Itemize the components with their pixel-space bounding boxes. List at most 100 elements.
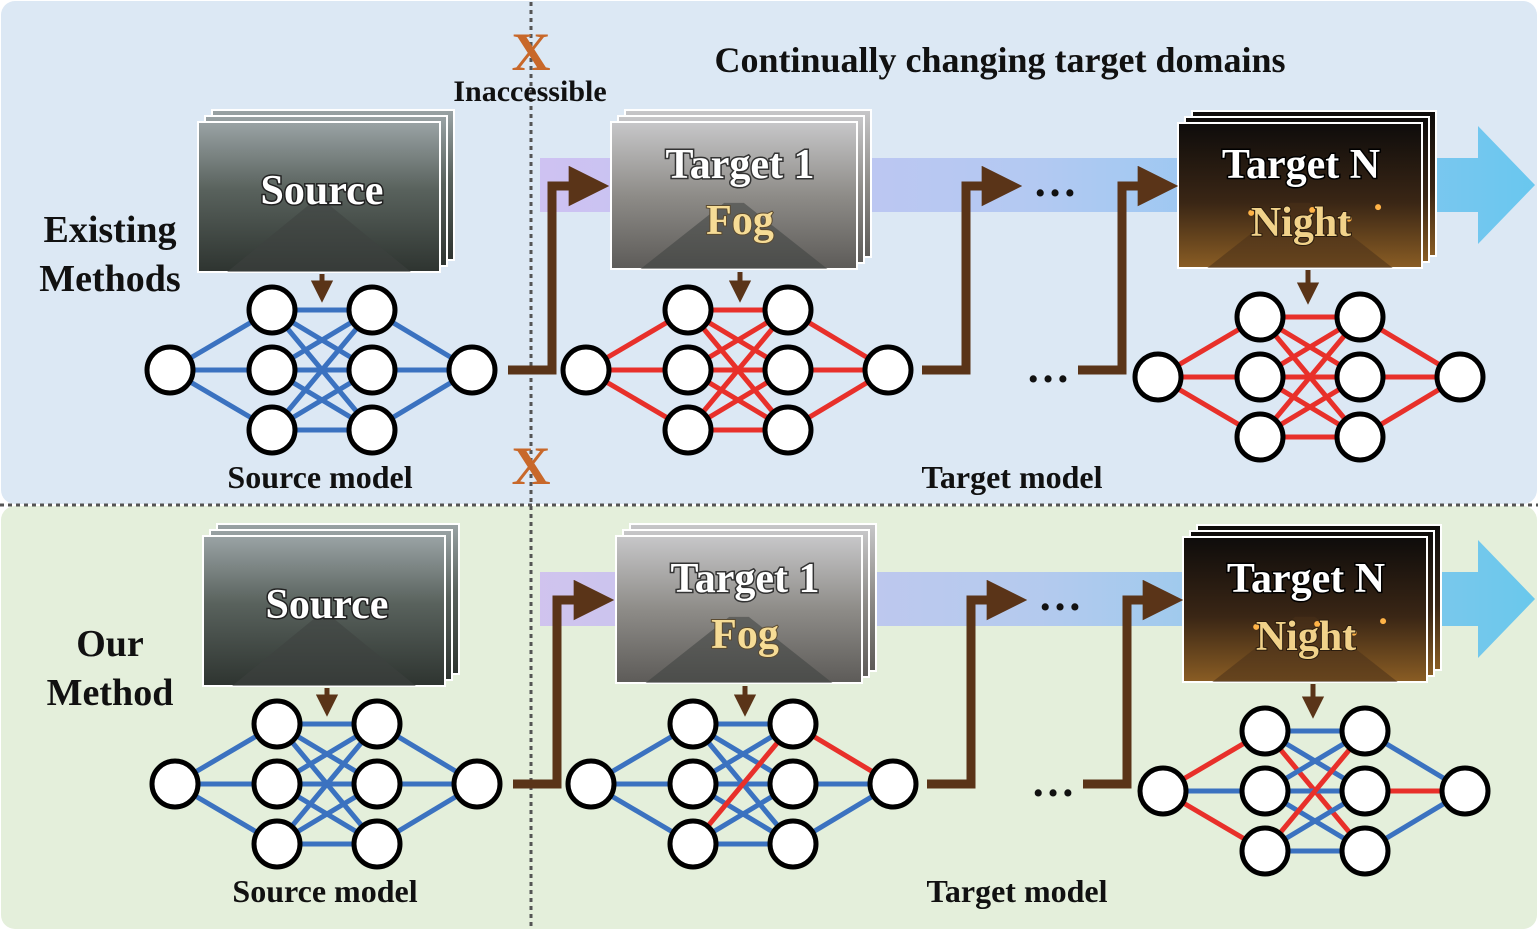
ours-source-model-node <box>451 758 503 810</box>
existing-row-label-line2: Methods <box>39 258 180 300</box>
ours-source-to-target1-arrow <box>513 579 615 789</box>
existing-source-model-node <box>346 404 398 456</box>
ours-source-model-node <box>251 698 303 750</box>
domains-title: Continually changing target domains <box>714 40 1285 80</box>
existing-targetN-light <box>1248 209 1255 216</box>
ours-source-model-network <box>149 698 503 870</box>
existing-targetN-model-node <box>1334 411 1386 463</box>
existing-target1-model-node <box>662 344 714 396</box>
existing-targetN-light <box>1309 207 1316 213</box>
ours-target1-domain-label: Fog <box>711 612 779 658</box>
existing-source-model-node <box>346 284 398 336</box>
existing-ellipsis-bottom: … <box>1026 343 1070 392</box>
ours-row-label-line1: Our <box>76 623 144 665</box>
ours-target1-model-node <box>767 698 819 750</box>
existing-source-model-node <box>446 344 498 396</box>
ours-source-model-node <box>351 758 403 810</box>
ours-source-model-edge <box>275 722 379 846</box>
ours-ellipsis-top: … <box>1038 571 1082 620</box>
ours-inaccessible-x-icon: X <box>512 436 551 496</box>
ours-targetN-model-network <box>1137 705 1491 877</box>
ours-targetN-label: Target N <box>1227 556 1385 602</box>
existing-source-model-node <box>346 344 398 396</box>
existing-source-to-target1-arrow <box>508 165 610 375</box>
existing-targetN-model-node <box>1132 351 1184 403</box>
ours-source-road <box>232 618 416 686</box>
ours-source-model-node <box>351 698 403 750</box>
existing-target1-model-node <box>662 404 714 456</box>
ours-target1-model-node <box>667 758 719 810</box>
ours-timeline-arrow <box>540 540 1535 658</box>
ours-target1-forward-arrow <box>927 579 1028 789</box>
existing-targetN-light <box>1375 204 1382 211</box>
existing-target1-model-node <box>560 344 612 396</box>
existing-targetN-model-node <box>1434 351 1486 403</box>
existing-target-model-label: Target model <box>921 459 1102 495</box>
ours-target1-model-node <box>867 758 919 810</box>
existing-targetN-entry-arrow <box>1078 165 1179 375</box>
existing-target1-road <box>640 202 828 269</box>
ours-source-image-stack <box>202 523 460 687</box>
ours-targetN-light <box>1314 621 1321 627</box>
ours-target-model-label: Target model <box>926 873 1107 909</box>
ours-target1-model-node <box>667 818 719 870</box>
ours-targetN-model-node <box>1239 765 1291 817</box>
existing-source-model-node <box>144 344 196 396</box>
existing-targetN-label: Target N <box>1222 142 1380 188</box>
existing-inaccessible-x-icon: X <box>512 22 551 82</box>
existing-source-model-label: Source model <box>227 459 412 495</box>
inaccessible-label: Inaccessible <box>453 75 606 108</box>
existing-targetN-model-node <box>1234 351 1286 403</box>
ours-targetN-model-node <box>1339 825 1391 877</box>
existing-target1-model-network <box>560 284 914 456</box>
existing-targetN-model-network <box>1132 291 1486 463</box>
ours-source-model-node <box>251 758 303 810</box>
ours-targetN-light <box>1350 629 1357 636</box>
existing-targetN-image-stack <box>1177 110 1437 269</box>
ours-target1-model-node <box>767 758 819 810</box>
existing-source-image-stack <box>197 109 455 273</box>
ours-source-image-label: Source <box>266 582 389 628</box>
ours-target1-model-node <box>667 698 719 750</box>
ours-target1-model-node <box>565 758 617 810</box>
ours-targetN-road <box>1212 616 1398 682</box>
existing-targetN-light <box>1345 215 1352 222</box>
ours-targetN-model-node <box>1239 825 1291 877</box>
existing-targetN-model-node <box>1234 411 1286 463</box>
existing-targetN-domain-label: Night <box>1251 200 1351 246</box>
ours-target1-road <box>645 616 833 683</box>
ours-targetN-image-stack <box>1182 524 1442 683</box>
ours-ellipsis-bottom: … <box>1031 757 1075 806</box>
ours-source-model-node <box>251 818 303 870</box>
existing-source-image-label: Source <box>261 168 384 214</box>
ours-targetN-light <box>1380 618 1387 625</box>
ours-targetN-model-edge <box>1263 729 1367 853</box>
ours-target1-model-node <box>767 818 819 870</box>
existing-target1-model-node <box>762 284 814 336</box>
existing-target1-model-node <box>762 404 814 456</box>
existing-timeline-arrow <box>540 126 1535 244</box>
existing-targetN-model-edge <box>1258 315 1362 439</box>
ours-row-label-line2: Method <box>47 672 174 714</box>
existing-target1-image-stack <box>610 109 872 270</box>
existing-source-model-network <box>144 284 498 456</box>
ours-targetN-model-node <box>1339 705 1391 757</box>
ours-targetN-model-node <box>1137 765 1189 817</box>
existing-target1-model-edge <box>686 308 790 432</box>
ours-target1-label: Target 1 <box>671 556 820 602</box>
existing-targetN-road <box>1207 202 1393 268</box>
existing-target1-model-node <box>762 344 814 396</box>
existing-source-road <box>227 204 411 272</box>
ours-targetN-model-node <box>1439 765 1491 817</box>
existing-source-model-edge <box>270 308 374 432</box>
existing-target1-model-node <box>662 284 714 336</box>
existing-target1-forward-arrow <box>922 165 1023 375</box>
existing-target1-domain-label: Fog <box>706 198 774 244</box>
existing-targetN-model-node <box>1334 351 1386 403</box>
existing-target1-model-node <box>862 344 914 396</box>
existing-target1-label: Target 1 <box>666 142 815 188</box>
ours-source-model-node <box>351 818 403 870</box>
existing-row-label-line1: Existing <box>43 209 176 251</box>
